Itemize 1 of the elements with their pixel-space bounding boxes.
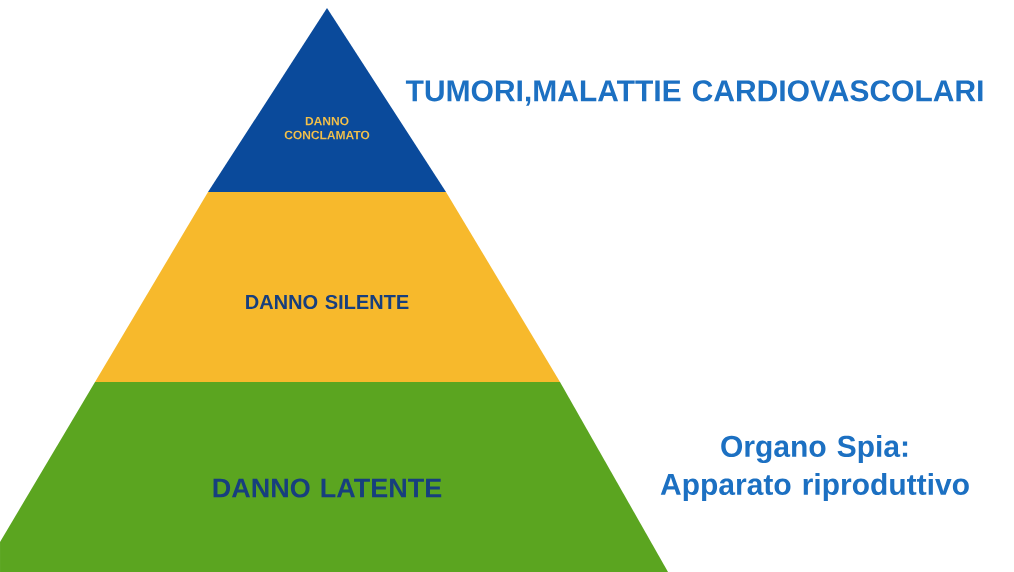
pyramid-level: DANNO SILENTE [95,192,560,382]
